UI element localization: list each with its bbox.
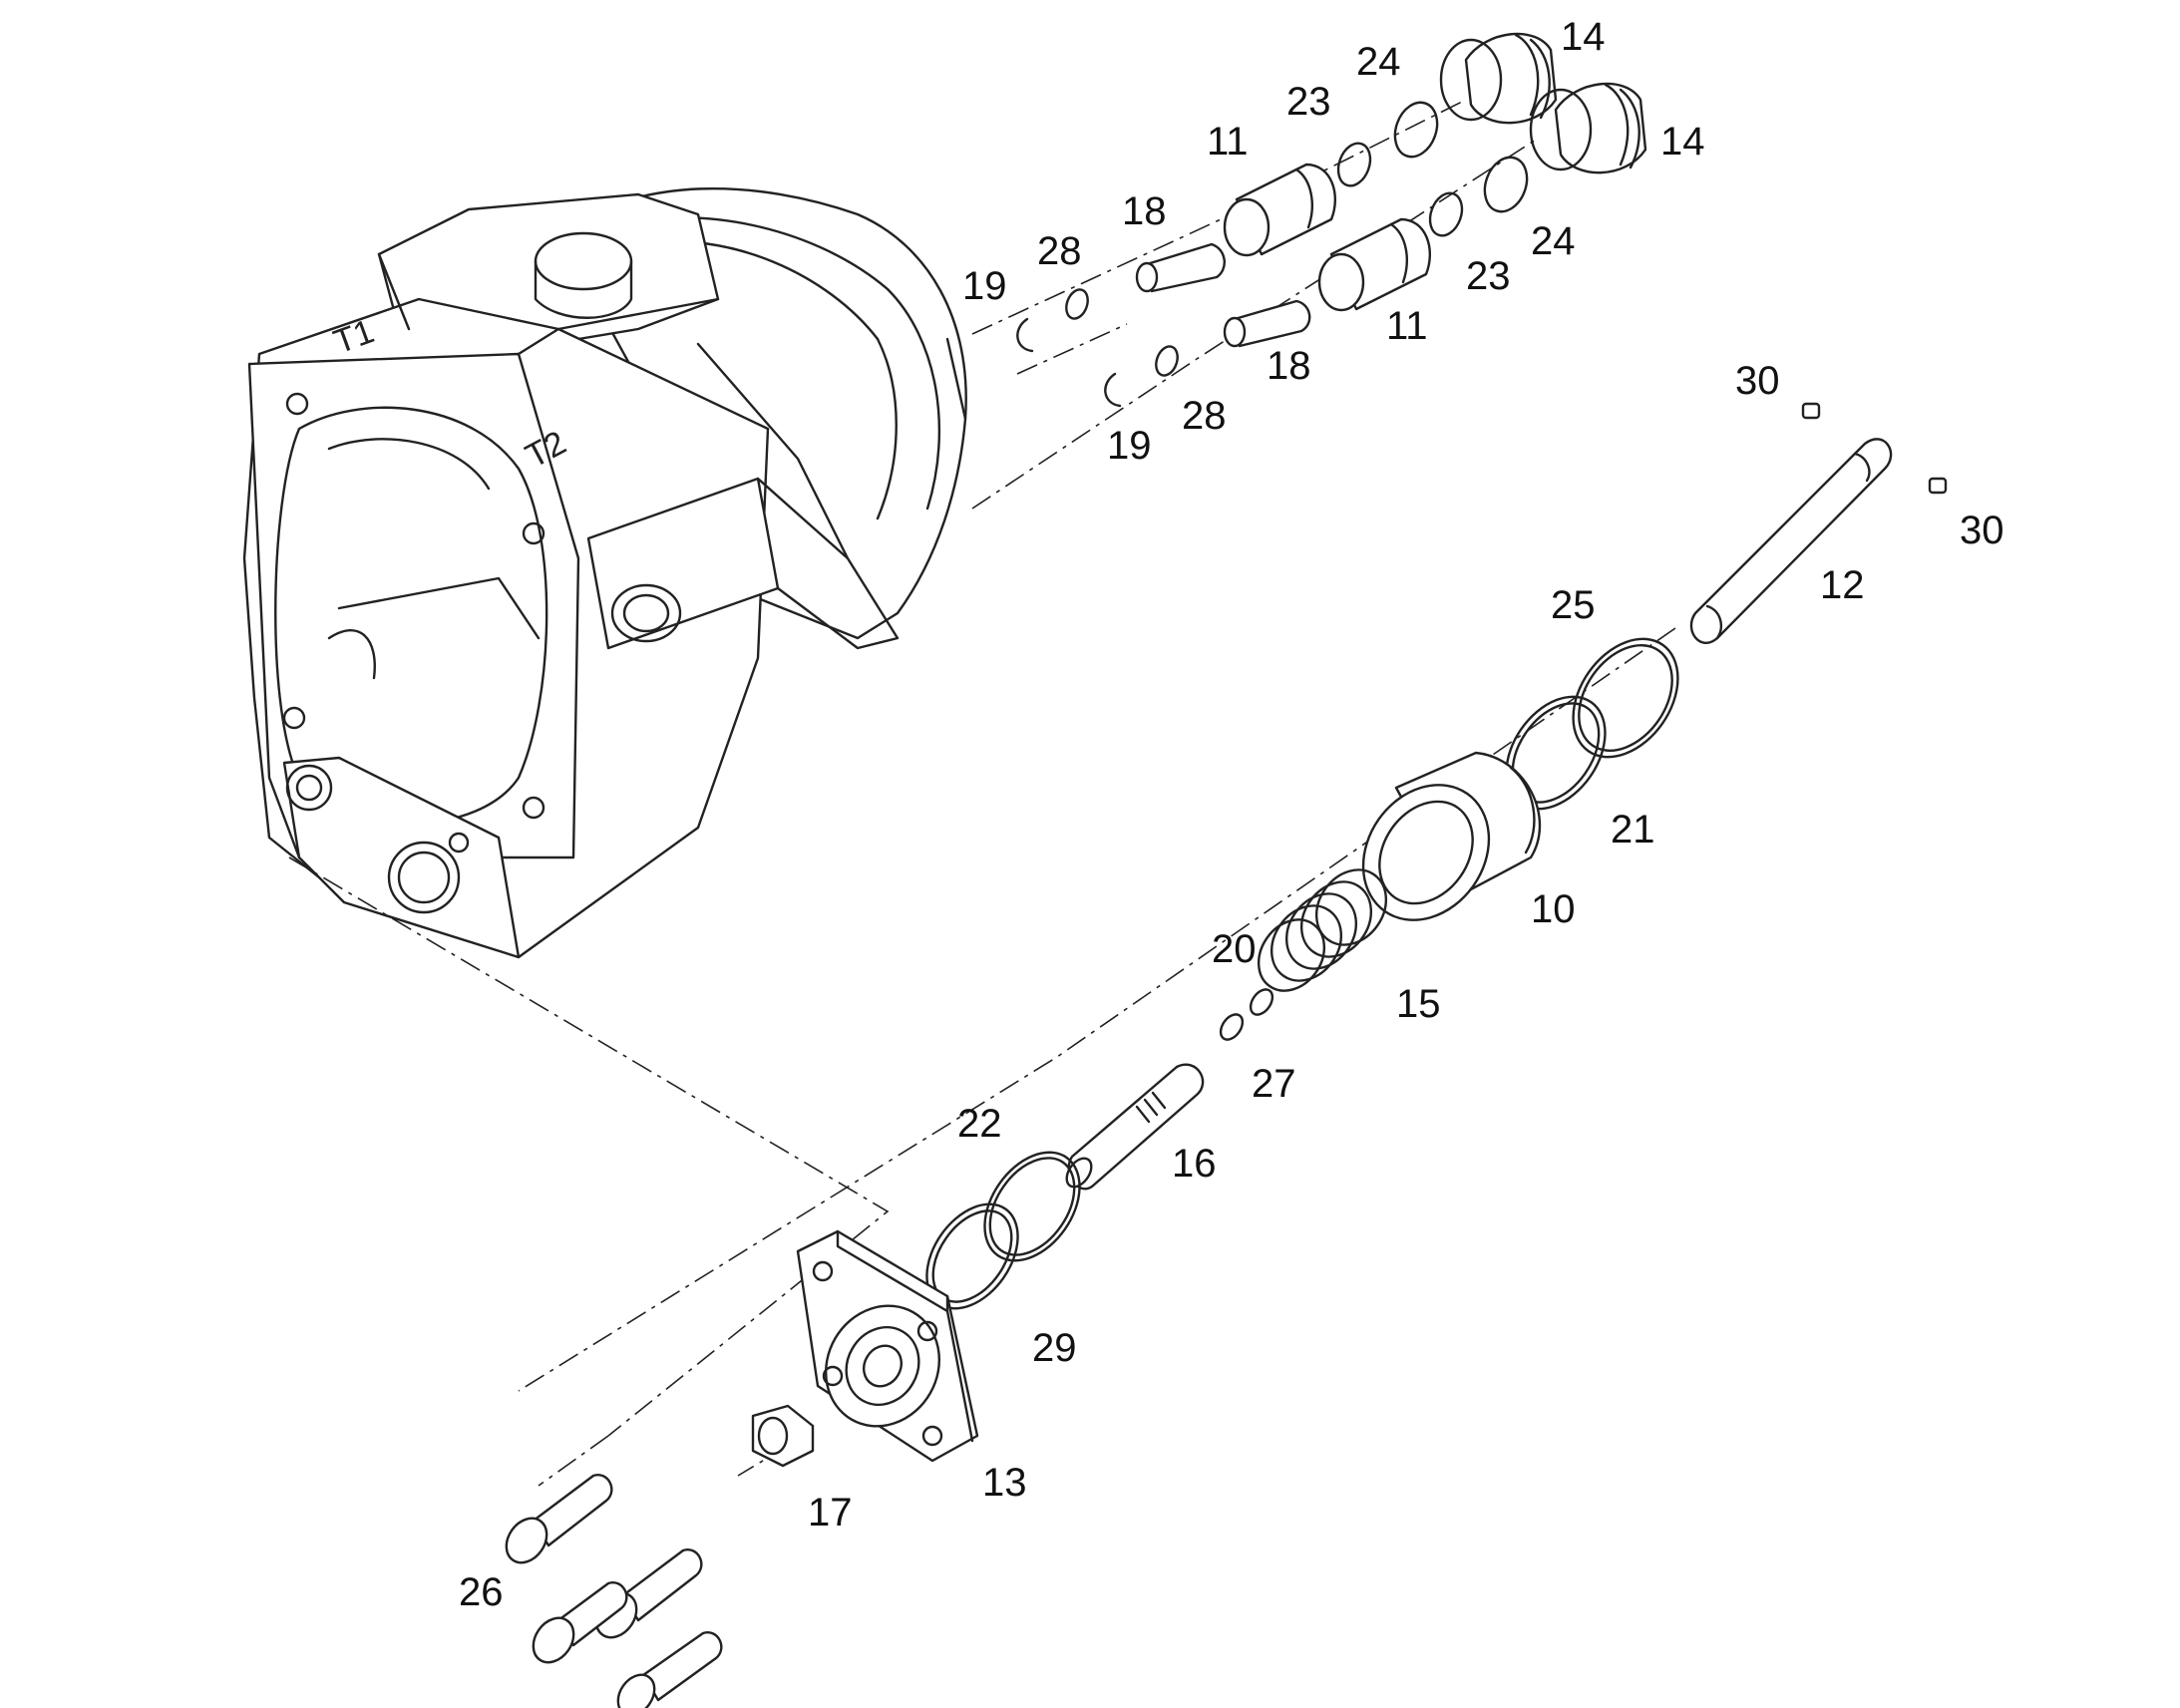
callout-20: 20 xyxy=(1212,927,1257,971)
callout-19-lower: 19 xyxy=(1107,424,1152,468)
screw-30-lower xyxy=(1928,477,1948,495)
ring-25-inner xyxy=(1578,644,1673,752)
callout-14-lower: 14 xyxy=(1660,120,1705,164)
callout-12: 12 xyxy=(1820,563,1865,607)
callout-11-upper: 11 xyxy=(1207,120,1249,164)
callout-17: 17 xyxy=(808,1491,853,1535)
callout-18-upper: 18 xyxy=(1122,189,1167,233)
callout-19-upper: 19 xyxy=(962,264,1007,308)
callout-24-lower: 24 xyxy=(1531,219,1576,263)
ring-24-lower xyxy=(1483,156,1529,213)
pin-18-upper xyxy=(1135,242,1226,293)
callout-28-lower: 28 xyxy=(1182,394,1227,438)
plug-14-upper xyxy=(1439,32,1558,125)
piston-10 xyxy=(1361,751,1542,921)
bolt-26-d xyxy=(616,1631,723,1708)
plug-14-lower xyxy=(1529,82,1647,174)
callout-23-lower: 23 xyxy=(1466,254,1511,298)
screw-30-upper xyxy=(1801,402,1821,420)
callout-23-upper: 23 xyxy=(1286,80,1331,124)
callout-14-upper: 14 xyxy=(1561,15,1606,59)
ring-27 xyxy=(1219,1013,1245,1041)
rod-12 xyxy=(1689,438,1893,645)
callout-21: 21 xyxy=(1611,808,1655,852)
circlip-19-upper xyxy=(1016,317,1034,353)
ring-20 xyxy=(1249,988,1274,1016)
bolt-26-a xyxy=(505,1474,613,1564)
sleeve-11-lower xyxy=(1317,217,1431,312)
callout-28-upper: 28 xyxy=(1037,229,1082,273)
bolt-26-c xyxy=(532,1581,628,1664)
circlip-19-lower xyxy=(1104,372,1122,408)
callout-26: 26 xyxy=(459,1570,504,1614)
callout-24-upper: 24 xyxy=(1356,40,1401,84)
ring-25 xyxy=(1572,637,1679,759)
ring-28-upper xyxy=(1065,288,1089,320)
callout-27: 27 xyxy=(1252,1062,1296,1106)
callout-18-lower: 18 xyxy=(1267,344,1311,388)
ring-23-upper xyxy=(1336,142,1372,187)
callout-10: 10 xyxy=(1531,887,1576,931)
ring-22 xyxy=(983,1151,1081,1262)
callout-15: 15 xyxy=(1396,982,1441,1026)
callout-22: 22 xyxy=(957,1102,1002,1146)
nut-17 xyxy=(751,1404,815,1468)
callout-16: 16 xyxy=(1172,1142,1217,1186)
pump-housing xyxy=(242,186,967,959)
callout-13: 13 xyxy=(982,1461,1027,1505)
callout-29: 29 xyxy=(1032,1326,1077,1370)
spring-15 xyxy=(1257,868,1388,992)
ring-24-upper xyxy=(1393,101,1439,159)
cover-13 xyxy=(796,1229,979,1463)
callout-30-upper: 30 xyxy=(1735,359,1780,403)
callout-30-lower: 30 xyxy=(1960,509,2004,552)
pin-18-lower xyxy=(1223,299,1311,348)
callout-11-lower: 11 xyxy=(1386,304,1428,348)
ring-23-lower xyxy=(1428,191,1464,237)
sleeve-11-upper xyxy=(1223,163,1336,257)
callout-labels: 14 14 24 24 23 23 11 11 18 18 28 28 19 1… xyxy=(459,15,2004,1614)
callout-25: 25 xyxy=(1551,583,1596,627)
ring-28-lower xyxy=(1155,345,1179,377)
ring-22-inner xyxy=(988,1157,1076,1256)
